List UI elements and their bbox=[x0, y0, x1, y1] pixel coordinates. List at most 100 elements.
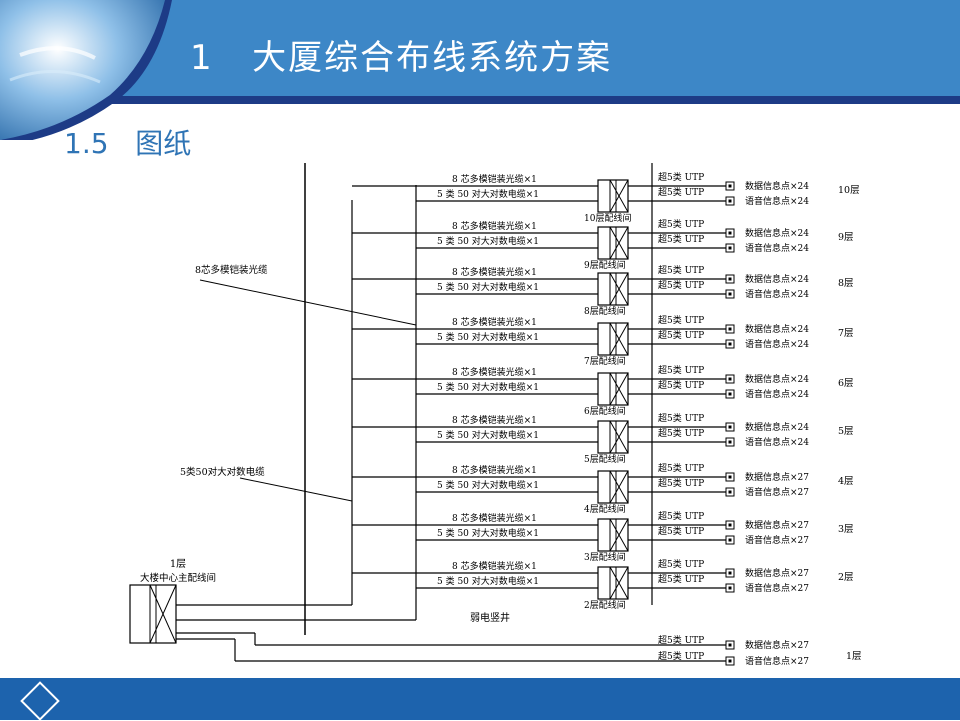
copper-cable-label: 5 类 50 对大对数电缆×1 bbox=[437, 281, 539, 293]
voice-outlet-icon-dot bbox=[728, 659, 732, 663]
floor-distribution-rack-cross bbox=[609, 470, 629, 504]
floor-label: 9层 bbox=[838, 232, 854, 243]
copper-cable-label: 5 类 50 对大对数电缆×1 bbox=[437, 527, 539, 539]
data-points-label: 数据信息点×24 bbox=[745, 273, 809, 285]
utp-label: 超5类 UTP bbox=[658, 477, 704, 489]
floor-label: 5层 bbox=[838, 426, 854, 437]
floor-distribution-rack-frame bbox=[597, 179, 629, 213]
floor-label: 8层 bbox=[838, 278, 854, 289]
floor-distribution-rack-frame bbox=[597, 322, 629, 356]
utp-label: 超5类 UTP bbox=[658, 650, 704, 662]
floor-distribution-rack-cross bbox=[609, 226, 629, 260]
floor-label: 7层 bbox=[838, 328, 854, 339]
copper-trunk-label: 5类50对大对数电缆 bbox=[180, 466, 265, 478]
copper-cable-label: 5 类 50 对大对数电缆×1 bbox=[437, 575, 539, 587]
data-outlet-icon-dot bbox=[728, 523, 732, 527]
voice-outlet-icon-dot bbox=[728, 292, 732, 296]
utp-label: 超5类 UTP bbox=[658, 462, 704, 474]
fiber-cable-label: 8 芯多模铠装光缆×1 bbox=[452, 316, 537, 328]
data-points-label: 数据信息点×24 bbox=[745, 180, 809, 192]
floor-room-label: 5层配线间 bbox=[584, 453, 626, 465]
main-distribution-rack bbox=[129, 584, 177, 644]
data-points-label: 数据信息点×27 bbox=[745, 639, 809, 651]
voice-points-label: 语音信息点×24 bbox=[745, 195, 809, 207]
utp-label: 超5类 UTP bbox=[658, 364, 704, 376]
slide-title: 1 大厦综合布线系统方案 bbox=[190, 30, 612, 79]
floor-distribution-rack-frame bbox=[597, 272, 629, 306]
floor-label: 10层 bbox=[838, 185, 860, 196]
data-outlet-icon-dot bbox=[728, 475, 732, 479]
data-outlet-icon-dot bbox=[728, 425, 732, 429]
utp-label: 超5类 UTP bbox=[658, 427, 704, 439]
floor-room-label: 3层配线间 bbox=[584, 551, 626, 563]
data-points-label: 数据信息点×27 bbox=[745, 567, 809, 579]
shaft-label: 弱电竖井 bbox=[470, 611, 510, 624]
floor-distribution-rack-cross bbox=[609, 322, 629, 356]
floor-room-label: 7层配线间 bbox=[584, 355, 626, 367]
data-points-label: 数据信息点×24 bbox=[745, 227, 809, 239]
section-number: 1.5 bbox=[64, 127, 109, 160]
utp-label: 超5类 UTP bbox=[658, 171, 704, 183]
voice-points-label: 语音信息点×27 bbox=[745, 582, 809, 594]
floor-label: 1层 bbox=[846, 651, 862, 662]
utp-label: 超5类 UTP bbox=[658, 279, 704, 291]
floor-distribution-rack-cross bbox=[609, 420, 629, 454]
floor-label: 4层 bbox=[838, 476, 854, 487]
voice-outlet-icon-dot bbox=[728, 586, 732, 590]
floor-distribution-rack-cross bbox=[609, 372, 629, 406]
floor-distribution-rack-frame bbox=[597, 470, 629, 504]
floor-label: 3层 bbox=[838, 524, 854, 535]
section-title-text: 图纸 bbox=[135, 127, 192, 160]
floor-room-label: 10层配线间 bbox=[584, 212, 631, 224]
fiber-cable-label: 8 芯多模铠装光缆×1 bbox=[452, 173, 537, 185]
voice-points-label: 语音信息点×24 bbox=[745, 388, 809, 400]
data-points-label: 数据信息点×24 bbox=[745, 373, 809, 385]
fiber-trunk-label: 8芯多模铠装光缆 bbox=[195, 264, 268, 276]
data-outlet-icon-dot bbox=[728, 231, 732, 235]
voice-outlet-icon-dot bbox=[728, 199, 732, 203]
floor-distribution-rack bbox=[597, 470, 629, 504]
floor-distribution-rack bbox=[597, 518, 629, 552]
data-outlet-icon-dot bbox=[728, 184, 732, 188]
voice-points-label: 语音信息点×24 bbox=[745, 436, 809, 448]
utp-label: 超5类 UTP bbox=[658, 186, 704, 198]
voice-outlet-icon-dot bbox=[728, 392, 732, 396]
utp-label: 超5类 UTP bbox=[658, 558, 704, 570]
voice-outlet-icon-dot bbox=[728, 342, 732, 346]
voice-points-label: 语音信息点×27 bbox=[745, 534, 809, 546]
fiber-cable-label: 8 芯多模铠装光缆×1 bbox=[452, 464, 537, 476]
utp-label: 超5类 UTP bbox=[658, 525, 704, 537]
main-room-floor-label: 1层 bbox=[170, 558, 186, 570]
floor-distribution-rack-frame bbox=[597, 226, 629, 260]
floor-distribution-rack bbox=[597, 226, 629, 260]
title-bar-band bbox=[0, 96, 960, 104]
floor-distribution-rack bbox=[597, 179, 629, 213]
floor-room-label: 2层配线间 bbox=[584, 599, 626, 611]
copper-label-leader bbox=[239, 477, 353, 502]
voice-points-label: 语音信息点×27 bbox=[745, 486, 809, 498]
floor-room-label: 6层配线间 bbox=[584, 405, 626, 417]
utp-label: 超5类 UTP bbox=[658, 218, 704, 230]
data-points-label: 数据信息点×27 bbox=[745, 519, 809, 531]
floor-room-label: 9层配线间 bbox=[584, 259, 626, 271]
fiber-label-leader bbox=[199, 279, 417, 326]
floor-distribution-rack bbox=[597, 372, 629, 406]
copper-cable-label: 5 类 50 对大对数电缆×1 bbox=[437, 429, 539, 441]
voice-points-label: 语音信息点×24 bbox=[745, 338, 809, 350]
copper-cable-label: 5 类 50 对大对数电缆×1 bbox=[437, 381, 539, 393]
fiber-cable-label: 8 芯多模铠装光缆×1 bbox=[452, 414, 537, 426]
slide-title-number: 1 bbox=[190, 38, 214, 78]
voice-outlet-icon-dot bbox=[728, 440, 732, 444]
floor-distribution-rack-frame bbox=[597, 518, 629, 552]
floor-distribution-rack-cross bbox=[609, 179, 629, 213]
floor-distribution-rack bbox=[597, 322, 629, 356]
voice-points-label: 语音信息点×27 bbox=[745, 655, 809, 667]
floor-label: 2层 bbox=[838, 572, 854, 583]
utp-label: 超5类 UTP bbox=[658, 264, 704, 276]
data-outlet-icon-dot bbox=[728, 277, 732, 281]
fiber-cable-label: 8 芯多模铠装光缆×1 bbox=[452, 220, 537, 232]
utp-label: 超5类 UTP bbox=[658, 314, 704, 326]
voice-outlet-icon-dot bbox=[728, 246, 732, 250]
floor-room-label: 4层配线间 bbox=[584, 503, 626, 515]
data-points-label: 数据信息点×24 bbox=[745, 323, 809, 335]
